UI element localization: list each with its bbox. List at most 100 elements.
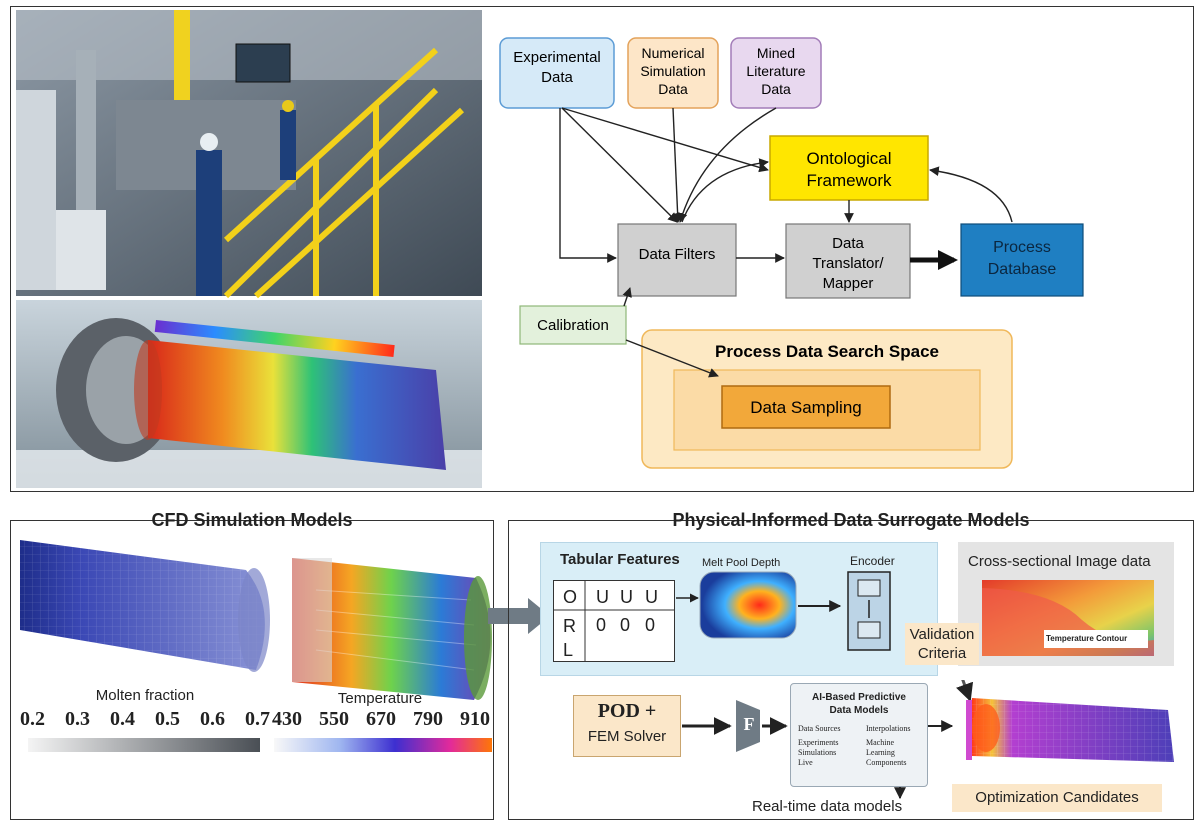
ai-right-item: Components (866, 758, 907, 767)
molten-tick: 0.7 (245, 708, 270, 730)
sampling-label: Data Sampling (750, 398, 862, 417)
encoder-label: Encoder (850, 554, 895, 568)
molten-colorbar (28, 738, 260, 752)
data-flow-diagram: Experimental Data Numerical Simulation D… (499, 37, 1084, 469)
experimental-line2: Data (541, 69, 573, 86)
pod-label: POD + (597, 700, 657, 722)
ontological-box-shape (769, 135, 929, 201)
factory-photos (16, 10, 482, 488)
billet-thermal-map (148, 340, 446, 470)
experimental-data-box: Experimental Data (499, 37, 615, 109)
molten-tick: 0.6 (200, 708, 225, 730)
calibration-label: Calibration (537, 317, 609, 334)
flow-arrows (559, 107, 1013, 378)
process-db-shape (960, 223, 1084, 297)
realtime-models-label: Real-time data models (752, 798, 903, 815)
worker-figure (196, 150, 222, 296)
table-cell: U (620, 587, 633, 607)
surrogate-panel (508, 520, 1194, 820)
temperature-contour-label: Temperature Contour (1046, 634, 1128, 643)
f-block (736, 700, 760, 752)
molten-tick: 0.5 (155, 708, 180, 730)
melt-pool-image (699, 571, 797, 639)
data-filters-box: Data Filters (617, 223, 737, 297)
ontological-framework-box: Ontological Framework (769, 135, 929, 201)
molten-ticks: 0.2 0.3 0.4 0.5 0.6 0.7 (20, 708, 270, 731)
top-left-photo-panel (16, 10, 482, 488)
ai-right-col: Interpolations Machine Learning Componen… (866, 724, 926, 768)
ai-left-item: Live (798, 758, 813, 767)
table-cell: L (563, 640, 574, 660)
process-db-line1: Process (993, 239, 1051, 256)
tabular-features-title: Tabular Features (560, 551, 680, 568)
experimental-box-shape (499, 37, 615, 109)
monitor-screen (235, 43, 291, 83)
table-cell: 0 (645, 615, 656, 635)
validation-line2: Criteria (917, 645, 967, 662)
mined-line2: Literature (746, 63, 805, 79)
temperature-label: Temperature (337, 690, 423, 707)
temperature-ticks: 430 550 670 790 910 (272, 708, 490, 731)
mined-line3: Data (761, 81, 791, 97)
table-cell: O (563, 587, 578, 607)
temperature-colorbar (274, 738, 492, 752)
temp-tick: 670 (366, 708, 396, 730)
fem-solver-label: FEM Solver (587, 728, 667, 745)
photo-colorbar (154, 320, 395, 358)
table-cell: 0 (620, 615, 631, 635)
f-block-label: F (743, 714, 755, 734)
ai-title-line1: AI-Based Predictive (812, 692, 906, 703)
molten-tick: 0.3 (65, 708, 90, 730)
ontological-line2: Framework (806, 171, 892, 190)
molten-fraction-label: Molten fraction (95, 687, 195, 704)
temp-tick: 910 (460, 708, 490, 730)
translator-line1: Data (832, 235, 864, 252)
molten-tick: 0.4 (110, 708, 135, 730)
cross-section-title: Cross-sectional Image data (968, 553, 1151, 570)
ai-left-item: Experiments (798, 738, 839, 747)
data-filters-shape (617, 223, 737, 297)
translator-line3: Mapper (823, 275, 874, 292)
sampling-shape (721, 385, 891, 429)
feature-table (553, 580, 675, 662)
process-database-box: Process Database (960, 223, 1084, 297)
pod-fem-box (573, 695, 681, 757)
feature-table-lines (553, 580, 675, 662)
surrogate-flow (682, 680, 974, 800)
translator-line2: Translator/ (812, 255, 884, 272)
numerical-line1: Numerical (641, 45, 704, 61)
cfd-title: CFD Simulation Models (151, 510, 353, 530)
panel-arrow (488, 598, 550, 634)
table-cell: U (645, 587, 658, 607)
translator-shape (785, 223, 911, 299)
process-search-space: Process Data Search Space Data Sampling (641, 329, 1013, 469)
cfd-panel (10, 520, 494, 820)
table-cell: 0 (596, 615, 607, 635)
process-db-line2: Database (988, 261, 1057, 278)
temp-tick: 790 (413, 708, 443, 730)
table-cell: R (563, 616, 576, 636)
optimization-label: Optimization Candidates (975, 789, 1139, 806)
mined-line1: Mined (757, 45, 795, 61)
calibration-shape (519, 305, 627, 345)
ai-right-head: Interpolations (866, 724, 911, 733)
optimization-label-box (952, 784, 1162, 812)
top-frame (10, 6, 1194, 492)
numerical-line2: Simulation (640, 63, 705, 79)
temp-tick: 430 (272, 708, 302, 730)
ai-left-head: Data Sources (798, 724, 841, 733)
ai-left-col: Data Sources Experiments Simulations Liv… (798, 724, 860, 768)
experimental-line1: Experimental (513, 49, 601, 66)
cross-section-image (982, 580, 1154, 656)
calibration-box: Calibration (519, 305, 627, 345)
temp-tick: 550 (319, 708, 349, 730)
tabular-graphics (676, 571, 891, 651)
cfd-visuals (20, 540, 492, 752)
mined-literature-box: Mined Literature Data (730, 37, 822, 109)
ai-title-line2: Data Models (829, 705, 889, 716)
optimization-model (966, 698, 1174, 762)
ai-right-item: Learning (866, 748, 895, 757)
surrogate-title: Physical-Informed Data Surrogate Models (672, 510, 1030, 530)
validation-line1: Validation (909, 626, 975, 643)
temperature-model (292, 558, 491, 700)
